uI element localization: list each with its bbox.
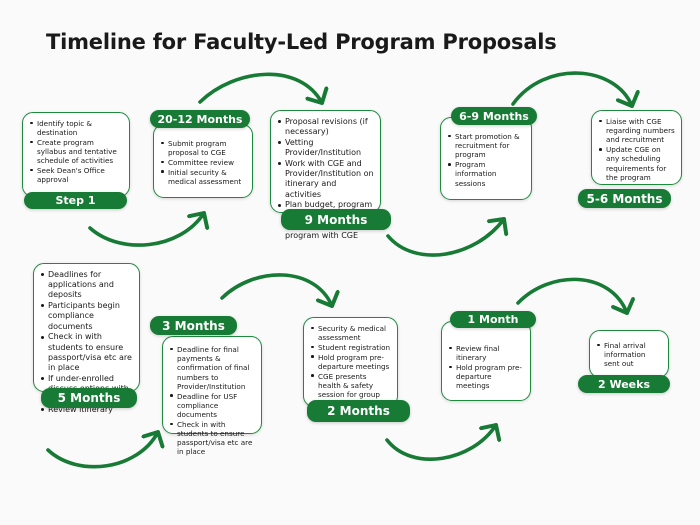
stage-item: Student registration <box>311 342 391 352</box>
stage-label-step-1: Step 1 <box>24 192 127 209</box>
stage-item: Hold program pre-departure meetings <box>311 352 390 371</box>
stage-item: Update CGE on any scheduling requirement… <box>599 145 675 182</box>
stage-item: Start promotion & recruitment for progra… <box>448 132 525 160</box>
stage-card-1-month: Review final itinerary Hold program pre-… <box>441 321 531 401</box>
stage-item: Review final itinerary <box>449 344 524 362</box>
stage-item: Initial security & medical assessment <box>161 168 246 186</box>
stage-item: Deadline for final payments & confirmati… <box>170 345 255 391</box>
stage-item: Proposal revisions (if necessary) <box>278 117 374 137</box>
stage-label-3-months: 3 Months <box>150 316 237 335</box>
stage-item: Identify topic & destination <box>30 119 123 137</box>
stage-label-9-months: 9 Months <box>281 209 391 230</box>
stage-label-6-9-months: 6-9 Months <box>451 107 537 125</box>
stage-label-20-12-months: 20-12 Months <box>150 110 250 128</box>
stage-item: Program information sessions <box>448 160 525 188</box>
stage-items: Liaise with CGE regarding numbers and re… <box>594 117 675 182</box>
stage-card-6-9-months: Start promotion & recruitment for progra… <box>440 117 532 200</box>
arrow-bottom-1 <box>88 213 204 247</box>
stage-item: Review itinerary <box>41 405 133 415</box>
stage-card-step-1: Identify topic & destination Create prog… <box>22 112 130 197</box>
stage-item: Submit program proposal to CGE <box>161 139 246 157</box>
stage-item: Security & medical assessment <box>311 324 391 342</box>
stage-item: Committee review <box>161 158 246 167</box>
stage-items: Review final itinerary Hold program pre-… <box>444 344 524 391</box>
arrow-top-2 <box>511 71 632 106</box>
arrow-bottom-2 <box>386 219 504 257</box>
stage-label-5-months: 5 Months <box>41 388 137 408</box>
stage-item: Work with CGE and Provider/Institution o… <box>278 158 374 199</box>
stage-card-2-weeks: Final arrival information sent out <box>589 330 669 378</box>
stage-item: Liaise with CGE regarding numbers and re… <box>599 117 675 145</box>
stage-card-2-months: Security & medical assessment Student re… <box>303 317 398 417</box>
stage-item: Hold program pre-departure meetings <box>449 362 522 391</box>
page-title: Timeline for Faculty-Led Program Proposa… <box>46 30 557 54</box>
stage-card-5-6-months: Liaise with CGE regarding numbers and re… <box>591 110 682 185</box>
stage-label-2-months: 2 Months <box>307 400 410 422</box>
stage-item: Seek Dean's Office approval <box>30 166 123 184</box>
stage-item: Check in with students to ensure passpor… <box>41 332 132 373</box>
stage-item: Deadline for USF compliance documents <box>170 392 255 420</box>
stage-items: Deadline for final payments & confirmati… <box>165 345 255 457</box>
stage-item: Deadlines for applications and deposits <box>41 270 133 301</box>
stage-label-1-month: 1 Month <box>450 311 536 328</box>
arrow-top-3 <box>220 273 332 306</box>
stage-items: Identify topic & destination Create prog… <box>25 119 123 185</box>
stage-card-5-months: Deadlines for applications and deposits … <box>33 263 140 414</box>
stage-item: Create program syllabus and tentative sc… <box>30 138 123 166</box>
stage-item: Final arrival information sent out <box>597 341 662 369</box>
arrow-top-1 <box>198 72 322 103</box>
stage-items: Final arrival information sent out <box>592 341 662 369</box>
stage-label-5-6-months: 5-6 Months <box>578 189 671 208</box>
arrow-bottom-3 <box>46 432 158 469</box>
arrow-top-4 <box>516 277 627 313</box>
stage-item: Participants begin compliance documents <box>41 301 133 332</box>
arrow-bottom-4 <box>385 425 496 461</box>
stage-card-20-12-months: Submit program proposal to CGE Committee… <box>153 124 253 198</box>
stage-label-2-weeks: 2 Weeks <box>578 375 670 393</box>
stage-card-9-months: Proposal revisions (if necessary) Vettin… <box>270 110 381 240</box>
stage-items: Submit program proposal to CGE Committee… <box>156 139 246 186</box>
stage-items: Start promotion & recruitment for progra… <box>443 132 525 188</box>
stage-item: Check in with students to ensure passpor… <box>170 420 255 457</box>
stage-item: Vetting Provider/Institution <box>278 138 374 158</box>
stage-card-3-months: Deadline for final payments & confirmati… <box>162 336 262 456</box>
